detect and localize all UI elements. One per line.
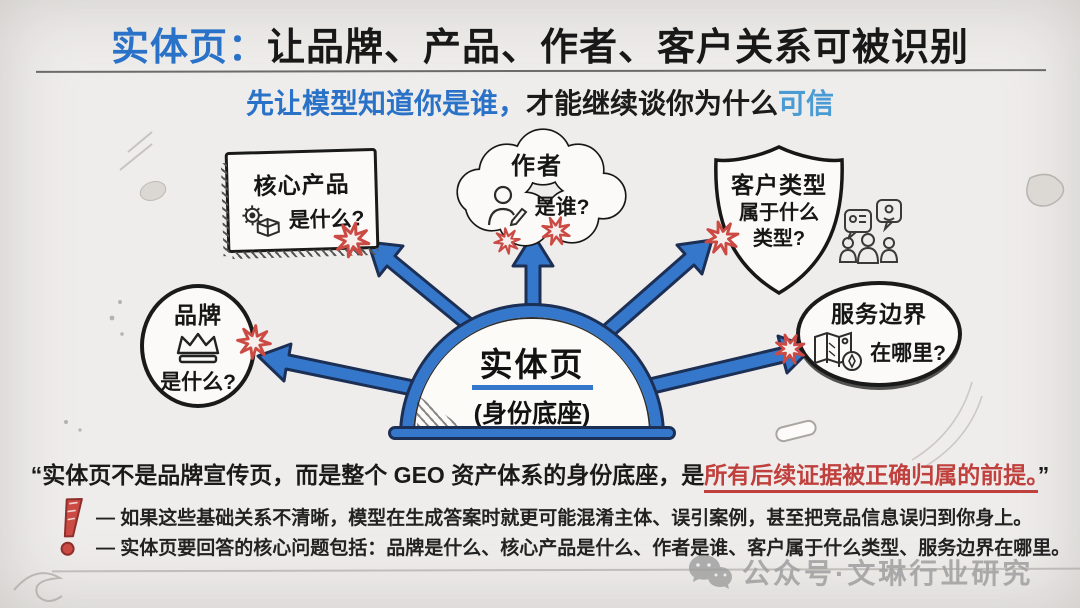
node-service-boundary: 服务边界 在哪里? [796, 281, 962, 387]
node-author-question: 是谁? [534, 196, 590, 219]
burst-author-left [491, 225, 523, 257]
node-core-product-question: 是什么? [288, 206, 365, 232]
subtitle: 先让模型知道你是谁，才能继续谈你为什么可信 [0, 82, 1080, 122]
watermark: 公众号·文琳行业研究 [688, 552, 1033, 592]
node-customer-type-label: 客户类型 [731, 172, 827, 198]
subtitle-highlight: 可信 [778, 88, 835, 119]
crown-icon [176, 332, 220, 364]
title-divider [35, 69, 1047, 73]
person-writing-icon [487, 185, 528, 227]
doodle-arcs [911, 381, 983, 467]
doodle-blob-right [1026, 173, 1065, 207]
bullet-2: — 实体页要回答的核心问题包括：品牌是什么、核心产品是什么、作者是谁、客户属于什… [96, 538, 1071, 559]
node-core-product: 核心产品 是什么? [224, 147, 380, 254]
quote-line: “实体页不是品牌宣传页，而是整个 GEO 资产体系的身份底座，是所有后续证据被正… [0, 456, 1080, 493]
exclamation-icon [60, 497, 83, 556]
dome-title: 实体页 [471, 347, 593, 390]
title-keyword: 实体页： [110, 27, 267, 69]
map-compass-icon [814, 331, 863, 371]
wechat-icon [689, 555, 732, 589]
doodle-eraser [775, 419, 817, 443]
node-author-label: 作者 [511, 153, 563, 180]
arrow-left [256, 342, 435, 401]
node-customer-type: 客户类型 属于什么类型? [720, 166, 838, 252]
watermark-text: 公众号·文琳行业研究 [742, 558, 1034, 589]
subtitle-black: 才能继续谈你为什么 [525, 88, 778, 119]
dome-subtitle: (身份底座) [473, 400, 591, 428]
bullet-1: — 如果这些基础关系不清晰，模型在生成答案时就更可能混淆主体、误引案例，甚至把竞… [96, 508, 1033, 529]
dome-base-bar [388, 426, 676, 440]
node-core-product-label: 核心产品 [253, 170, 350, 199]
node-brand: 品牌 是什么? [140, 284, 256, 408]
people-group-icon [838, 199, 902, 264]
node-brand-question: 是什么? [160, 371, 236, 394]
gear-box-icon [242, 204, 280, 237]
quote-highlight: 所有后续证据被正确归属的前提。 [704, 462, 1038, 493]
entity-page-dome: 实体页 (身份底座) [402, 306, 662, 436]
node-author: 作者 是谁? [462, 146, 612, 229]
doodle-dashes [119, 131, 153, 171]
node-service-boundary-question: 在哪里? [870, 342, 946, 365]
doodle-blob-left [139, 181, 167, 201]
title-rest: 让品牌、产品、作者、客户关系可被识别 [267, 27, 970, 69]
arrow-right [639, 334, 814, 397]
node-service-boundary-label: 服务边界 [831, 301, 927, 327]
quote-close: ” [1037, 462, 1050, 488]
node-brand-label: 品牌 [174, 302, 222, 328]
page-title: 实体页：让品牌、产品、作者、客户关系可被识别 [0, 16, 1080, 71]
doodle-squiggle-bottom-left [13, 572, 64, 602]
quote-normal: “实体页不是品牌宣传页，而是整个 GEO 资产体系的身份底座，是 [30, 462, 705, 488]
node-customer-type-question: 属于什么类型? [739, 202, 819, 250]
subtitle-blue: 先让模型知道你是谁， [245, 88, 526, 119]
bullet-notes: — 如果这些基础关系不清晰，模型在生成答案时就更可能混淆主体、误引案例，甚至把竞… [96, 505, 1071, 565]
